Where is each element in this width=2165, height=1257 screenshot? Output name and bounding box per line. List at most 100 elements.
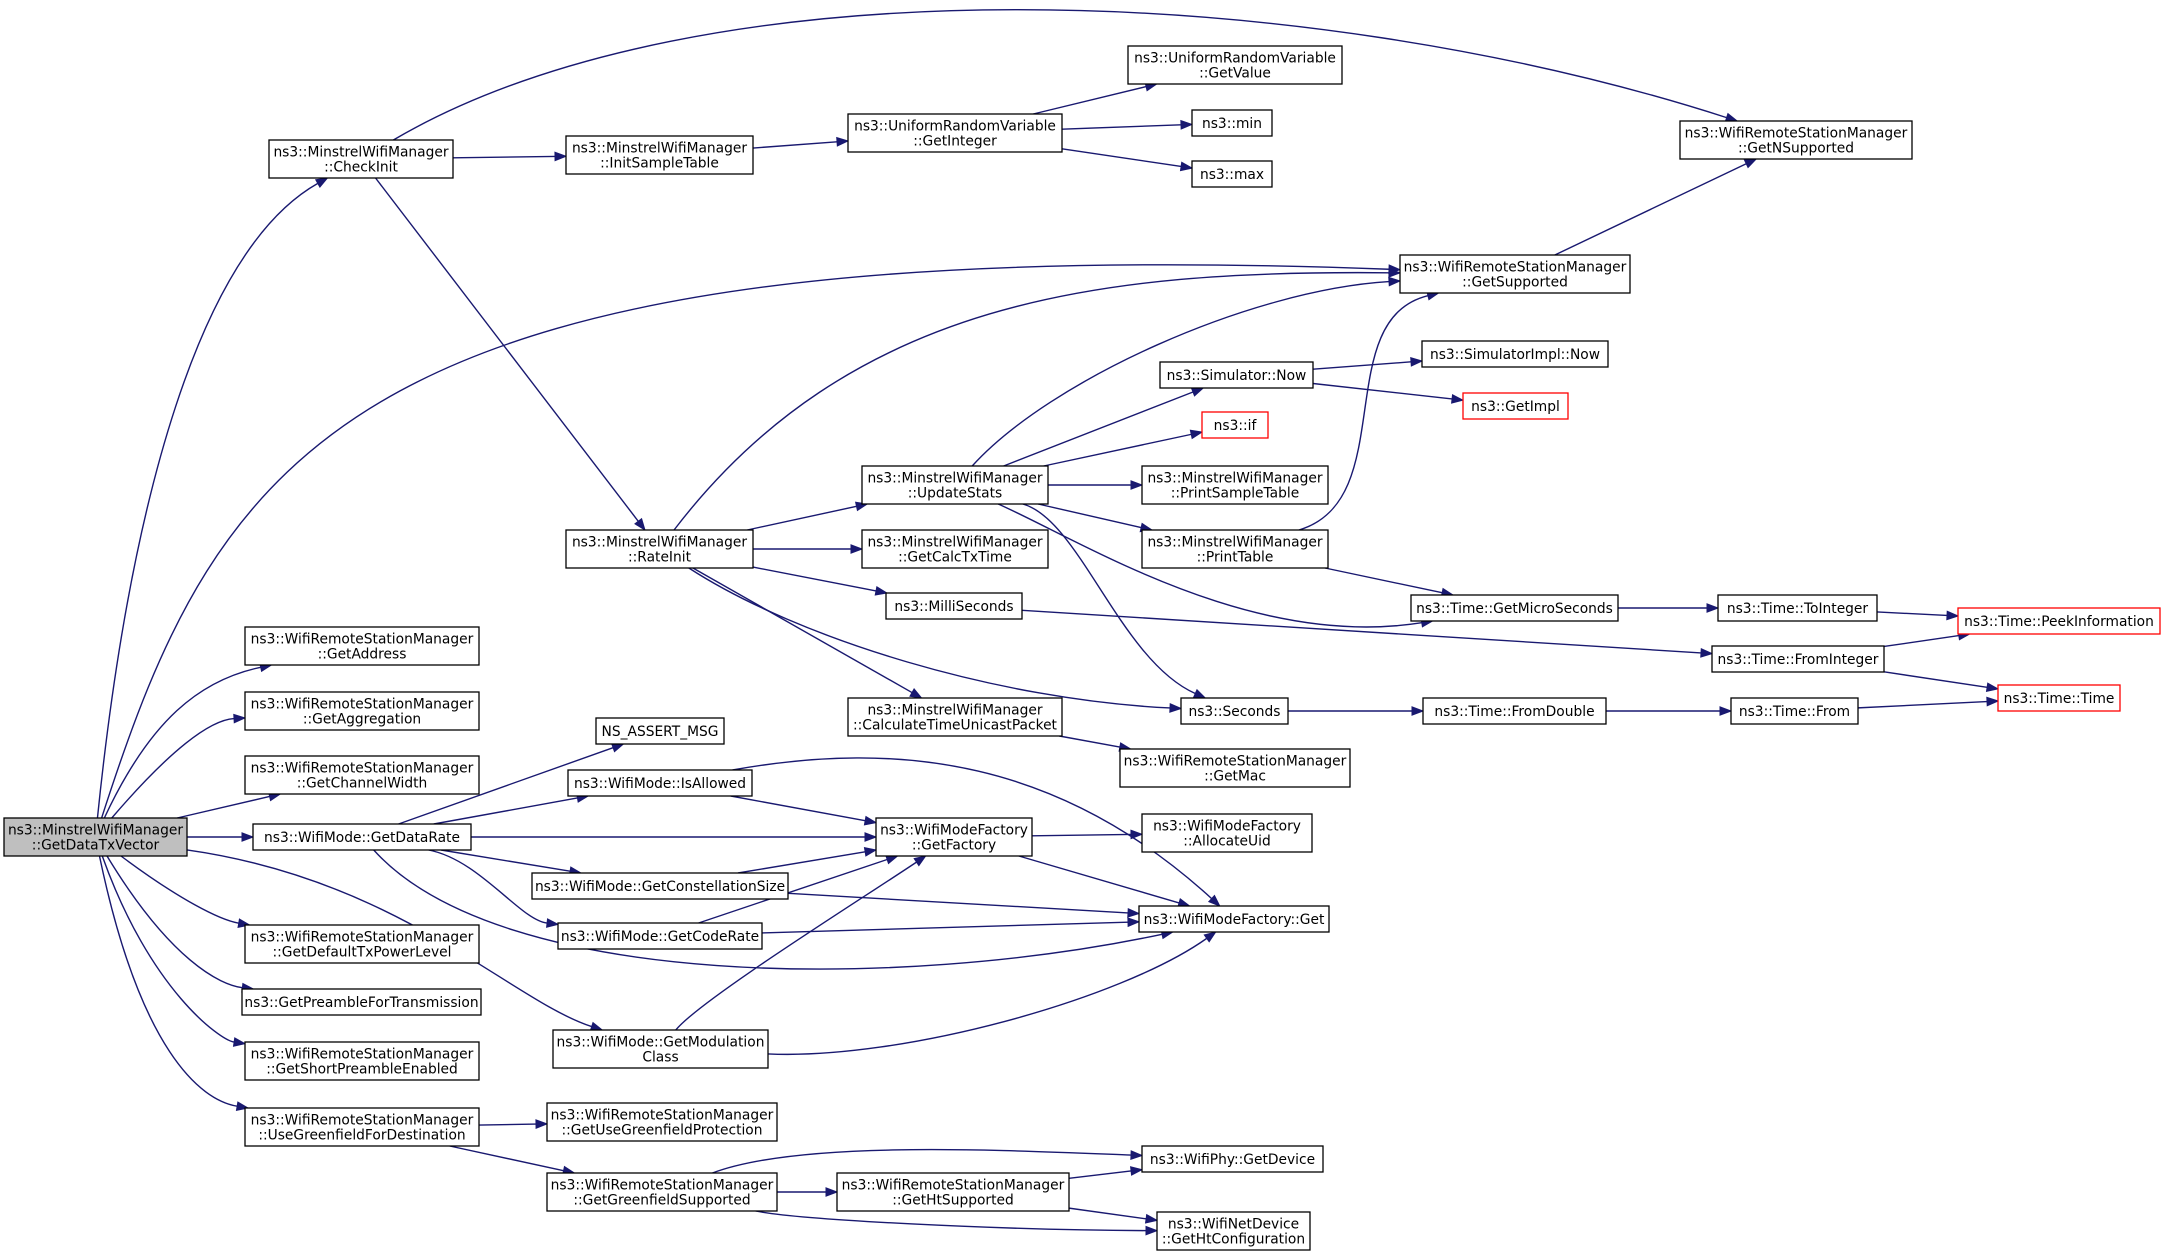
node-label: ns3::WifiRemoteStationManager	[1685, 126, 1908, 142]
edge-arrowhead	[1706, 603, 1720, 613]
function-node[interactable]: ns3::MinstrelWifiManager::PrintTable	[1141, 529, 1329, 569]
edge-line	[1876, 611, 1948, 617]
edge-arrowhead	[1169, 703, 1183, 713]
function-node[interactable]: ns3::MinstrelWifiManager::UpdateStats	[861, 465, 1049, 505]
call-edges	[96, 9, 2000, 1236]
function-node[interactable]: ns3::GetPreambleForTransmission	[241, 988, 482, 1016]
function-node[interactable]: ns3::WifiModeFactory::Get	[1138, 905, 1330, 933]
function-node[interactable]: ns3::Time::GetMicroSeconds	[1410, 594, 1619, 622]
edge-line	[1037, 503, 1142, 529]
function-node[interactable]: ns3::Simulator::Now	[1159, 361, 1314, 389]
function-node[interactable]: ns3::WifiModeFactory::GetFactory	[875, 817, 1033, 857]
function-node[interactable]: ns3::WifiRemoteStationManager::GetMac	[1119, 748, 1351, 788]
function-node[interactable]: ns3::WifiModeFactory::AllocateUid	[1141, 813, 1313, 853]
node-label: ::PrintTable	[1197, 550, 1274, 566]
node-box	[268, 139, 454, 179]
node-label: ns3::WifiRemoteStationManager	[551, 1108, 774, 1124]
node-box	[552, 1029, 769, 1069]
call-edge-n25-to-n26	[1606, 706, 1733, 716]
node-label: ::GetDefaultTxPowerLevel	[272, 945, 451, 961]
call-edge-n9-to-n17	[753, 544, 864, 554]
function-node[interactable]: ns3::MinstrelWifiManager::InitSampleTabl…	[565, 135, 754, 175]
function-node[interactable]: NS_ASSERT_MSG	[595, 717, 725, 745]
edge-line	[752, 141, 838, 149]
edge-arrowhead	[885, 855, 899, 865]
edge-arrowhead	[850, 544, 864, 554]
function-node[interactable]: ns3::WifiRemoteStationManager::GetGreenf…	[546, 1172, 778, 1212]
function-node[interactable]: ns3::WifiMode::GetConstellationSize	[531, 872, 789, 900]
node-label: ns3::MilliSeconds	[894, 599, 1013, 615]
node-box	[1191, 160, 1273, 188]
function-node[interactable]: ns3::min	[1191, 109, 1273, 137]
function-node[interactable]: ns3::Time::From	[1730, 697, 1859, 725]
call-edge-n47-to-n48	[1068, 1166, 1144, 1179]
function-node[interactable]: ns3::WifiRemoteStationManager::GetShortP…	[244, 1041, 480, 1081]
call-edge-n9-to-n24	[688, 567, 1183, 713]
node-label: ::PrintSampleTable	[1171, 486, 1299, 502]
call-edge-n34-to-n32	[398, 743, 625, 825]
call-edge-n1-to-n7	[393, 9, 1739, 141]
node-label: ::GetMac	[1204, 769, 1266, 785]
function-node[interactable]: ns3::MilliSeconds	[885, 592, 1023, 620]
function-node[interactable]: ns3::SimulatorImpl::Now	[1421, 340, 1609, 368]
node-label: ns3::MinstrelWifiManager	[8, 823, 183, 839]
function-node[interactable]: ns3::WifiRemoteStationManager::GetChanne…	[244, 755, 480, 795]
function-node[interactable]: ns3::WifiRemoteStationManager::GetAggreg…	[244, 691, 480, 731]
function-node[interactable]: ns3::MinstrelWifiManager::CalculateTimeU…	[847, 697, 1063, 737]
node-label: ns3::WifiRemoteStationManager	[251, 1113, 474, 1129]
edge-line	[100, 264, 1390, 819]
function-node[interactable]: ns3::GetImpl	[1462, 392, 1569, 420]
node-label: ns3::Time::FromDouble	[1434, 704, 1594, 720]
edge-line	[1043, 433, 1192, 467]
function-node[interactable]: ns3::WifiPhy::GetDevice	[1141, 1145, 1324, 1173]
call-edge-n9-to-n8	[673, 267, 1402, 531]
function-node[interactable]: ns3::WifiRemoteStationManager::UseGreenf…	[244, 1107, 480, 1147]
function-node[interactable]: ns3::Time::Time	[1997, 684, 2121, 712]
function-node[interactable]: ns3::Time::FromDouble	[1422, 697, 1607, 725]
node-label: NS_ASSERT_MSG	[602, 724, 719, 740]
function-node[interactable]: ns3::WifiNetDevice::GetHtConfiguration	[1156, 1211, 1311, 1251]
function-node[interactable]: ns3::WifiRemoteStationManager::GetHtSupp…	[836, 1172, 1070, 1212]
edge-line	[1003, 391, 1194, 467]
function-node[interactable]: ns3::if	[1201, 411, 1269, 439]
function-node[interactable]: ns3::UniformRandomVariable::GetInteger	[847, 113, 1063, 153]
edge-line	[98, 855, 238, 1107]
function-node[interactable]: ns3::Seconds	[1180, 697, 1289, 725]
function-node[interactable]: ns3::WifiMode::GetDataRate	[252, 823, 472, 851]
edge-arrowhead	[1985, 682, 2000, 693]
node-label: ns3::MinstrelWifiManager	[867, 471, 1042, 487]
call-edge-n22-to-n23	[1883, 671, 2000, 693]
edge-arrowhead	[535, 1119, 549, 1130]
function-node[interactable]: ns3::UniformRandomVariable::GetValue	[1127, 45, 1343, 85]
function-node[interactable]: ns3::MinstrelWifiManager::PrintSampleTab…	[1141, 465, 1329, 505]
function-node[interactable]: ns3::WifiRemoteStationManager::GetSuppor…	[1399, 254, 1631, 294]
function-node[interactable]: ns3::WifiRemoteStationManager::GetDefaul…	[244, 924, 480, 964]
node-label: ns3::Seconds	[1189, 704, 1281, 720]
edge-line	[106, 855, 243, 989]
function-node[interactable]: ns3::WifiRemoteStationManager::GetNSuppo…	[1679, 120, 1913, 160]
call-edge-n0-to-n1	[96, 177, 329, 819]
function-node[interactable]: ns3::Time::FromInteger	[1711, 645, 1885, 673]
function-node[interactable]: ns3::WifiRemoteStationManager::GetAddres…	[244, 626, 480, 666]
function-node[interactable]: ns3::MinstrelWifiManager::GetCalcTxTime	[861, 529, 1049, 569]
function-node[interactable]: ns3::Time::ToInteger	[1717, 594, 1878, 622]
call-edge-n1-to-n9	[374, 177, 646, 532]
edge-arrowhead	[1127, 907, 1141, 918]
node-box	[861, 465, 1049, 505]
function-node[interactable]: ns3::WifiMode::IsAllowed	[567, 769, 753, 797]
node-label: ::GetAddress	[318, 647, 407, 663]
function-node[interactable]: ns3::WifiRemoteStationManager::GetUseGre…	[546, 1102, 778, 1142]
edge-line	[373, 849, 1163, 970]
function-node[interactable]: ns3::MinstrelWifiManager::RateInit	[565, 529, 754, 569]
function-node[interactable]: ns3::Time::PeekInformation	[1957, 607, 2161, 635]
edge-arrowhead	[1207, 894, 1221, 907]
function-node[interactable]: ns3::MinstrelWifiManager::CheckInit	[268, 139, 454, 179]
function-node[interactable]: ns3::WifiMode::GetCodeRate	[557, 922, 763, 950]
function-node[interactable]: ns3::MinstrelWifiManager::GetDataTxVecto…	[3, 817, 188, 857]
edge-line	[755, 1210, 1147, 1232]
edge-arrowhead	[1388, 276, 1402, 287]
node-label: ns3::WifiMode::GetCodeRate	[561, 929, 759, 945]
edge-arrowhead	[1130, 829, 1144, 840]
function-node[interactable]: ns3::max	[1191, 160, 1273, 188]
